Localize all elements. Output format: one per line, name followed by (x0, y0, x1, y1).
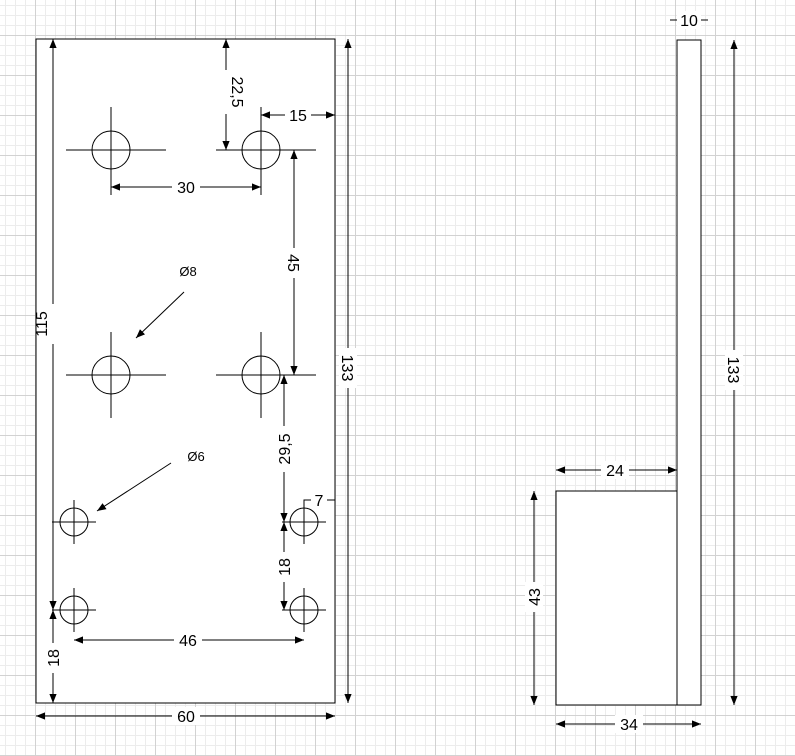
dimension-overall-width: 60 (36, 707, 335, 726)
dimension-bottom-offset: 18 (44, 610, 63, 703)
dim-overall-height-side-label: 133 (724, 357, 741, 384)
dim-inner-height-label: 115 (34, 311, 51, 337)
callout-large-hole-label: Ø8 (179, 264, 196, 279)
dim-small-right-offset-label: 7 (315, 493, 324, 510)
dimension-thickness: 10 (670, 11, 708, 30)
dimension-right-offset: 15 (261, 106, 335, 125)
hole-small-lower-right (282, 588, 326, 632)
dimension-small-horizontal-spacing: 46 (74, 631, 304, 650)
dimension-inner-height: 115 (34, 39, 62, 610)
dim-foot-depth-label: 24 (606, 463, 624, 480)
dim-top-offset-label: 22,5 (228, 76, 245, 107)
dimension-overall-height-front: 133 (338, 39, 357, 703)
dimension-upper-hole-spacing: 30 (111, 178, 261, 197)
hole-small-upper-left (52, 500, 96, 544)
side-upright-outline (676, 39, 702, 706)
dim-overall-height-front-label: 133 (338, 355, 355, 382)
dim-right-offset-label: 15 (289, 108, 307, 125)
dimension-overall-height-side: 133 (724, 40, 743, 705)
hole-small-lower-left (52, 588, 96, 632)
hole-large-mid-right (216, 332, 316, 418)
front-view: 22,5 15 30 45 115 13 (34, 38, 357, 726)
dim-thickness-label: 10 (680, 13, 698, 30)
dimension-small-right-offset: 7 (303, 491, 335, 510)
dimension-mid-to-small: 29,5 (275, 375, 294, 522)
side-foot-outline (555, 490, 678, 706)
dim-overall-depth-label: 34 (620, 717, 638, 734)
dim-small-horizontal-spacing-label: 46 (179, 633, 197, 650)
side-view: 10 133 24 43 34 (525, 11, 743, 734)
callout-small-hole: Ø6 (96, 449, 205, 512)
hole-large-mid-left (66, 332, 166, 418)
dimension-small-vertical-spacing: 18 (275, 522, 294, 610)
dimension-upper-vertical-spacing: 45 (284, 150, 303, 375)
dim-upper-hole-spacing-label: 30 (177, 180, 195, 197)
dim-mid-to-small-label: 29,5 (277, 433, 294, 464)
dimension-foot-height: 43 (525, 491, 544, 705)
dim-bottom-offset-label: 18 (46, 649, 63, 667)
callout-large-hole: Ø8 (135, 264, 197, 339)
dimension-top-offset: 22,5 (217, 39, 245, 150)
dim-small-vertical-spacing-label: 18 (277, 558, 294, 576)
dim-upper-vertical-spacing-label: 45 (284, 254, 301, 272)
hole-large-top-left (66, 107, 166, 195)
dimension-overall-depth: 34 (556, 715, 701, 734)
dim-overall-width-label: 60 (177, 709, 195, 726)
hole-large-top-right (216, 107, 316, 195)
dim-foot-height-label: 43 (527, 588, 544, 606)
dimension-foot-depth: 24 (556, 461, 677, 480)
plate-outline (35, 38, 336, 704)
callout-small-hole-label: Ø6 (187, 449, 204, 464)
